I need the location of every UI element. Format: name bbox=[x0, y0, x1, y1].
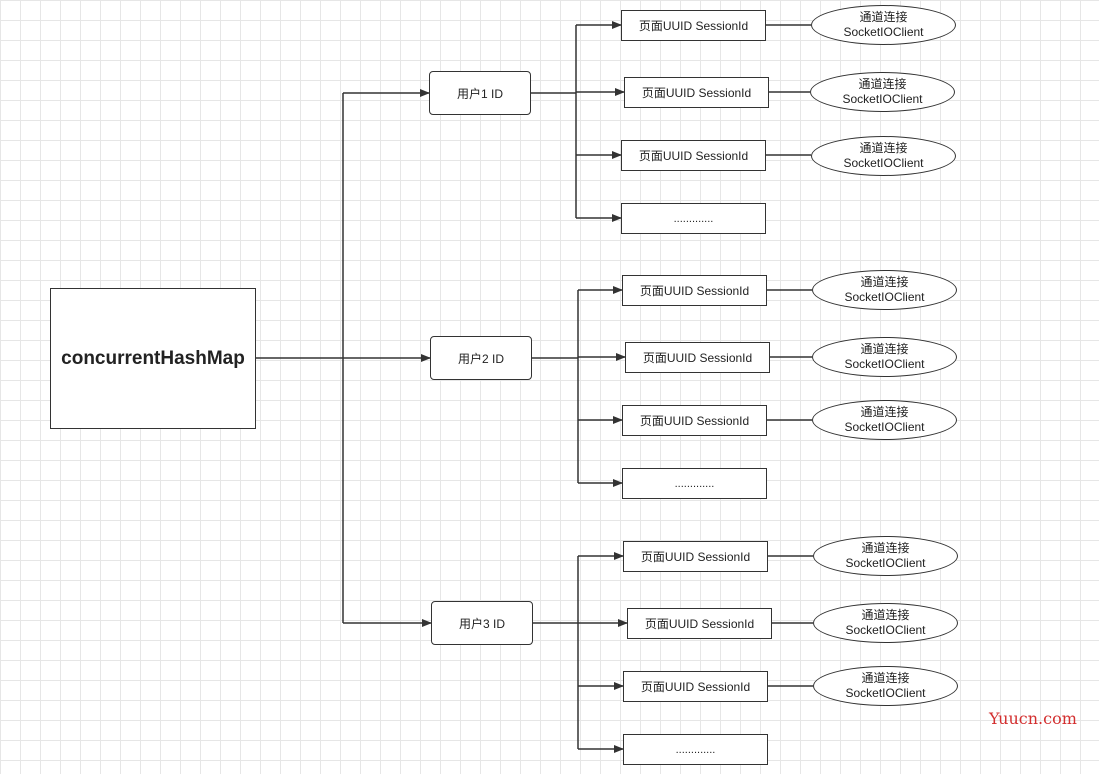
session-node-2-3: 页面UUID SessionId bbox=[622, 405, 767, 436]
session-node-2-1: 页面UUID SessionId bbox=[622, 275, 767, 306]
root-node: concurrentHashMap bbox=[50, 288, 256, 429]
connection-label: 通道连接 bbox=[861, 608, 910, 622]
connection-label: 通道连接 bbox=[860, 275, 909, 289]
connection-class: SocketIOClient bbox=[844, 290, 925, 304]
connection-class: SocketIOClient bbox=[845, 686, 926, 700]
connection-class: SocketIOClient bbox=[843, 25, 924, 39]
more-sessions-1: ............. bbox=[621, 203, 766, 234]
connection-label: 通道连接 bbox=[859, 141, 908, 155]
connection-label: 通道连接 bbox=[858, 77, 907, 91]
user-node-3: 用户3 ID bbox=[431, 601, 533, 645]
session-node-1-3: 页面UUID SessionId bbox=[621, 140, 766, 171]
connection-label: 通道连接 bbox=[861, 671, 910, 685]
session-node-3-3: 页面UUID SessionId bbox=[623, 671, 768, 702]
connection-label: 通道连接 bbox=[859, 10, 908, 24]
session-node-1-2: 页面UUID SessionId bbox=[624, 77, 769, 108]
connection-class: SocketIOClient bbox=[843, 156, 924, 170]
watermark: Yuucn.com bbox=[989, 709, 1077, 728]
connection-label: 通道连接 bbox=[860, 405, 909, 419]
connection-class: SocketIOClient bbox=[842, 92, 923, 106]
connection-class: SocketIOClient bbox=[845, 623, 926, 637]
connection-label: 通道连接 bbox=[860, 342, 909, 356]
session-node-3-1: 页面UUID SessionId bbox=[623, 541, 768, 572]
connection-class: SocketIOClient bbox=[844, 420, 925, 434]
more-sessions-3: ............. bbox=[623, 734, 768, 765]
connection-class: SocketIOClient bbox=[844, 357, 925, 371]
connection-class: SocketIOClient bbox=[845, 556, 926, 570]
more-sessions-2: ............. bbox=[622, 468, 767, 499]
session-node-3-2: 页面UUID SessionId bbox=[627, 608, 772, 639]
connection-label: 通道连接 bbox=[861, 541, 910, 555]
session-node-2-2: 页面UUID SessionId bbox=[625, 342, 770, 373]
user-node-1: 用户1 ID bbox=[429, 71, 531, 115]
session-node-1-1: 页面UUID SessionId bbox=[621, 10, 766, 41]
user-node-2: 用户2 ID bbox=[430, 336, 532, 380]
